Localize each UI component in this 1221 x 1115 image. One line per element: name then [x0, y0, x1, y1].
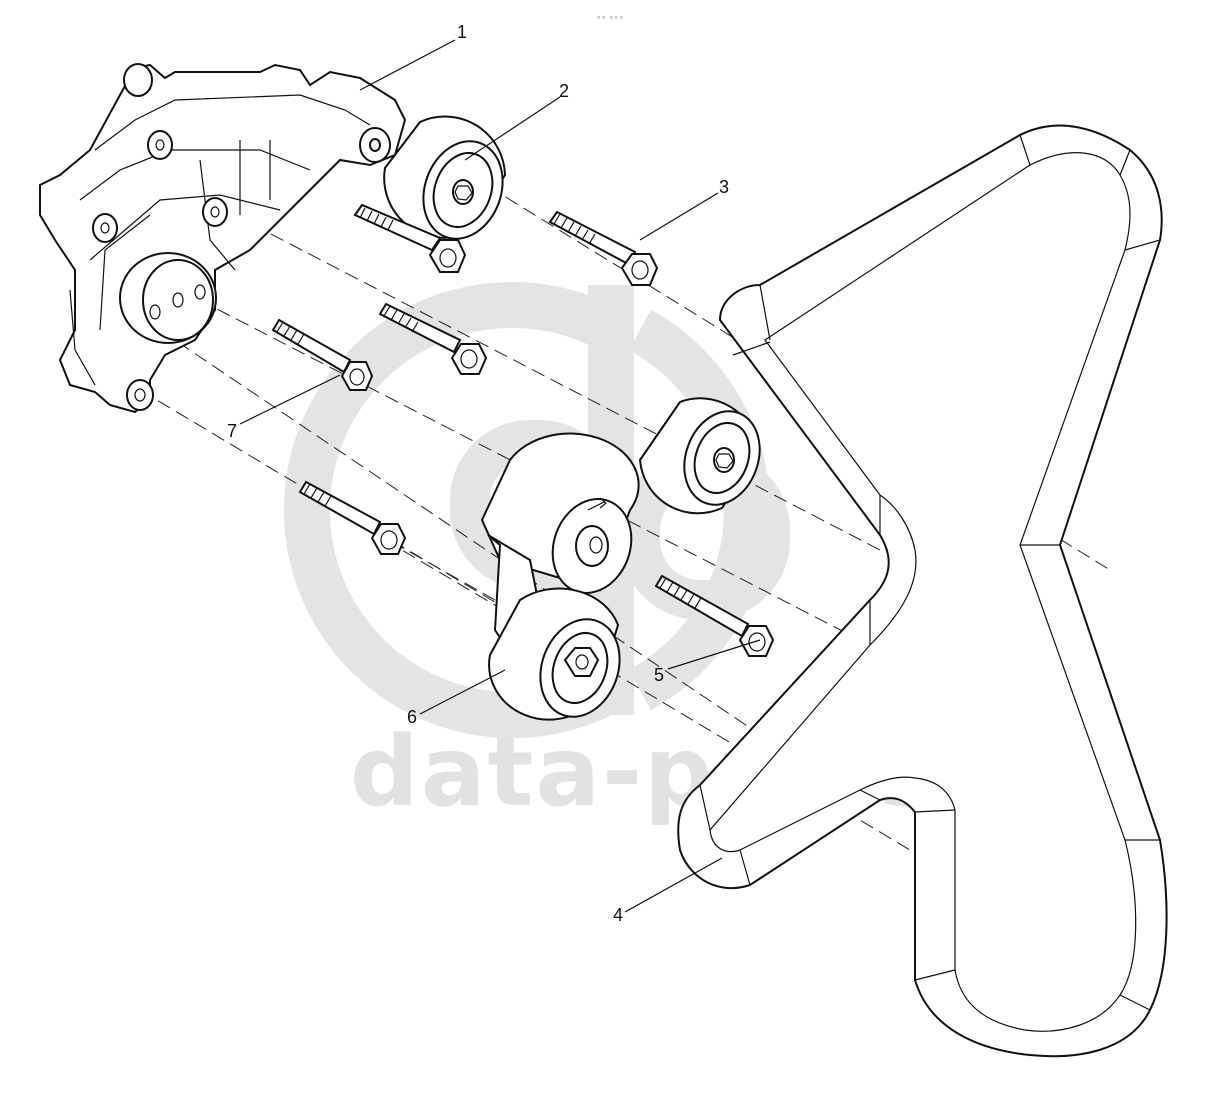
idler-pulley-middle	[638, 397, 761, 515]
callout-numbers: 1 2 3 4 5 6 7	[227, 22, 729, 925]
part-2-idler-pulley	[383, 115, 507, 240]
callout-2: 2	[559, 81, 569, 101]
callout-5: 5	[654, 665, 664, 685]
callout-6: 6	[407, 707, 417, 727]
callout-3: 3	[719, 177, 729, 197]
part-1-bracket	[39, 63, 407, 414]
part-4-belt	[677, 124, 1168, 1058]
callout-1: 1	[457, 22, 467, 42]
header-mark: ∘∘ ∘∘∘	[596, 13, 624, 22]
callout-4: 4	[613, 905, 623, 925]
callout-7: 7	[227, 421, 237, 441]
part-7-bolt-middle	[271, 318, 374, 391]
part-5-bolt	[654, 574, 775, 657]
part-7-bolt-lower	[298, 480, 407, 555]
part-2-bolt	[353, 203, 467, 273]
callout-leaders	[239, 39, 761, 913]
part-7-bolt-upper	[378, 302, 488, 375]
part-3-bolt	[548, 210, 659, 286]
part-6-tensioner	[480, 432, 640, 721]
